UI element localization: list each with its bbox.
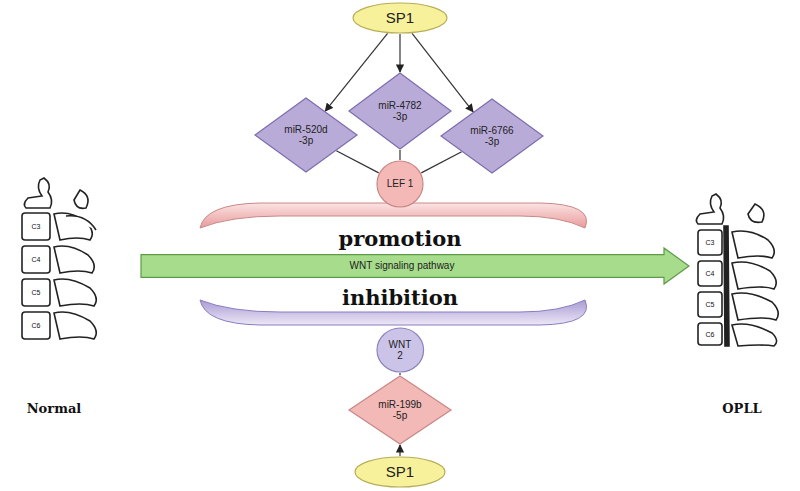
connector xyxy=(399,373,400,375)
connector xyxy=(399,445,400,456)
group-label: OPLL xyxy=(722,401,761,416)
node-text: WNT signaling pathway xyxy=(350,260,455,272)
connector xyxy=(336,151,378,173)
effect-label: inhibition xyxy=(342,285,458,310)
lef1-circle: LEF 1 xyxy=(376,160,424,208)
mirna-diamond: miR-199b -5p xyxy=(348,375,452,445)
opll-spine xyxy=(696,194,778,346)
vertebra-label: C4 xyxy=(706,270,715,277)
vertebra-label: C5 xyxy=(706,301,715,308)
mirna-diamond: miR-520d -3p xyxy=(254,97,358,173)
node-text: miR-4782 -3p xyxy=(376,100,424,123)
connector xyxy=(399,34,400,72)
vertebra-label: C3 xyxy=(706,239,715,246)
sp1-ellipse: SP1 xyxy=(354,456,446,488)
promotion-band xyxy=(200,203,587,228)
vertebra-label: C6 xyxy=(706,331,715,338)
vertebra-label: C4 xyxy=(32,256,41,263)
sp1-ellipse: SP1 xyxy=(352,2,448,34)
vertebra-label: C6 xyxy=(32,322,41,329)
mirna-diamond: miR-4782 -3p xyxy=(348,72,452,150)
node-text: LEF 1 xyxy=(387,178,414,190)
node-text: SP1 xyxy=(386,463,414,480)
node-text: miR-6766 -3p xyxy=(468,125,516,148)
normal-spine xyxy=(22,178,96,339)
mirna-diamond: miR-6766 -3p xyxy=(440,98,544,174)
group-label: Normal xyxy=(27,401,82,416)
node-text: SP1 xyxy=(386,9,414,26)
effect-label: promotion xyxy=(339,226,462,251)
wnt2-circle: WNT 2 xyxy=(376,327,425,373)
pathway-arrow: WNT signaling pathway xyxy=(140,247,690,285)
connector xyxy=(399,150,400,160)
vertebra-label: C3 xyxy=(32,223,41,230)
node-text: miR-199b -5p xyxy=(376,399,424,422)
node-text: miR-520d -3p xyxy=(282,124,330,147)
node-text: WNT 2 xyxy=(385,339,415,362)
connector xyxy=(421,152,461,173)
vertebra-label: C5 xyxy=(32,289,41,296)
